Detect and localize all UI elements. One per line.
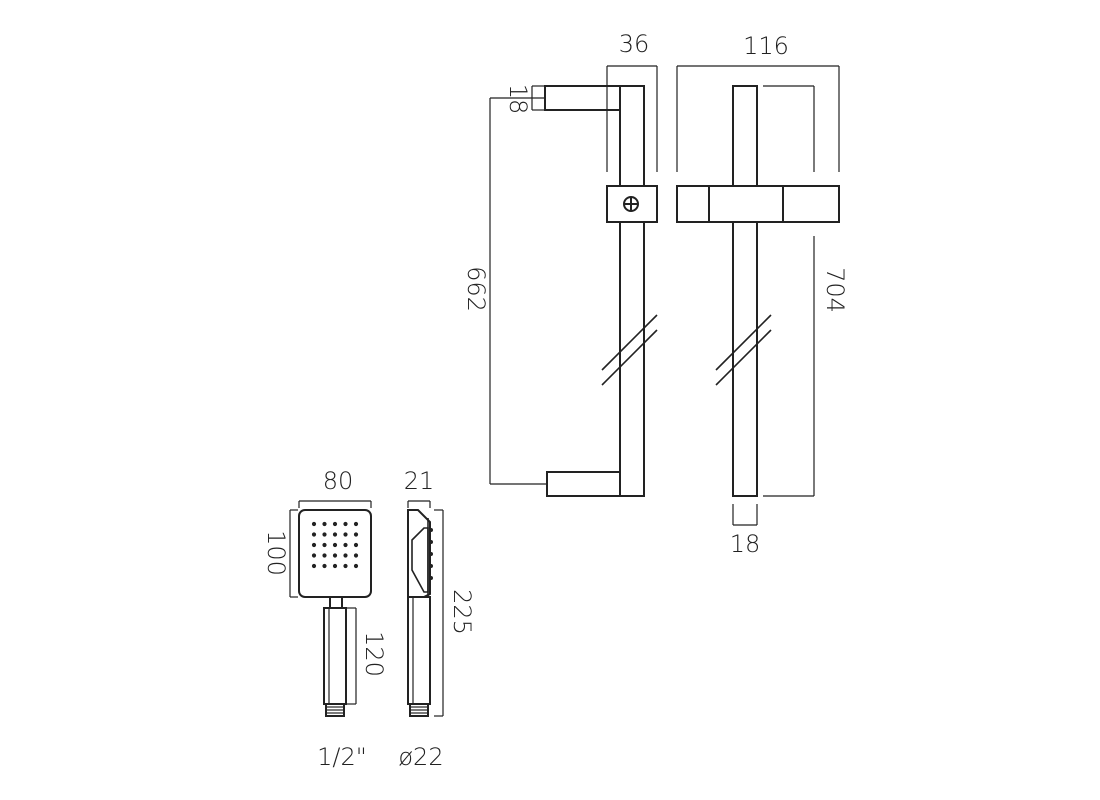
nozzle-dot xyxy=(353,542,359,548)
rail-side-view xyxy=(544,85,658,497)
dimension-bracket-depth: 36 xyxy=(606,30,658,172)
dimension-head-width: 80 xyxy=(298,467,372,508)
nozzle-dot xyxy=(353,532,359,537)
break-line-2 xyxy=(601,329,658,386)
nozzle-dot xyxy=(343,553,348,558)
clamp-screw-icon xyxy=(623,196,639,212)
dim-label-thread: 1/2" xyxy=(317,743,367,771)
dim-label-225: 225 xyxy=(448,589,476,635)
nozzle-dot xyxy=(322,553,327,558)
nozzle-dot xyxy=(353,521,359,527)
dim-label-120: 120 xyxy=(360,631,388,677)
dimension-bracket-width: 116 xyxy=(676,32,840,172)
dim-label-18-top: 18 xyxy=(504,84,532,115)
nozzle-dot xyxy=(353,563,359,569)
dimension-bracket-height: 18 xyxy=(504,84,545,115)
dimension-handle-length: 120 xyxy=(346,607,388,705)
nozzle-dot xyxy=(332,521,338,527)
nozzle-dot xyxy=(332,563,338,569)
dim-label-36: 36 xyxy=(619,30,650,58)
nozzle-dot xyxy=(343,521,348,527)
dim-label-21: 21 xyxy=(404,467,435,495)
nozzle-dot xyxy=(343,542,348,548)
bottom-bracket-arm xyxy=(546,471,621,497)
nozzle-dot xyxy=(332,532,338,537)
slider-right-block xyxy=(782,185,840,223)
nozzle-dot xyxy=(322,563,327,569)
break-line-4 xyxy=(715,329,772,386)
dim-label-80: 80 xyxy=(323,467,354,495)
nozzle-grid xyxy=(311,521,359,569)
rail-front xyxy=(732,85,758,497)
break-line-3 xyxy=(715,314,772,371)
handset-neck xyxy=(329,596,343,609)
slider-left-block xyxy=(676,185,710,223)
handset-side-view xyxy=(407,509,433,717)
nozzle-dot xyxy=(311,553,317,558)
dimension-rail-length-front: 704 xyxy=(763,85,849,497)
handle-side xyxy=(407,596,431,705)
nozzle-dot xyxy=(322,542,327,548)
break-line-1 xyxy=(601,314,658,371)
nozzle-dot xyxy=(332,553,338,558)
nozzle-dot xyxy=(322,521,327,527)
nozzle-dot xyxy=(353,553,359,558)
handset-front-view xyxy=(298,509,372,717)
dim-label-100: 100 xyxy=(262,530,290,576)
nozzle-dot xyxy=(332,542,338,548)
nozzle-dot xyxy=(322,532,327,537)
dimension-head-height: 100 xyxy=(262,509,298,598)
rail-side xyxy=(619,85,645,497)
dimension-rail-length-side: 662 xyxy=(462,97,547,485)
dim-label-662: 662 xyxy=(462,266,490,312)
nozzle-dot xyxy=(311,521,317,527)
dim-label-diameter: ø22 xyxy=(398,743,443,771)
dimension-head-depth: 21 xyxy=(404,467,435,508)
handle-front xyxy=(323,607,347,705)
dimension-handset-length: 225 xyxy=(434,509,476,717)
nozzle-dot xyxy=(343,532,348,537)
nozzle-dot xyxy=(311,563,317,569)
nozzle-dot xyxy=(343,563,348,569)
dim-label-116: 116 xyxy=(743,32,789,60)
slider-center-block xyxy=(708,185,784,223)
nozzle-dot xyxy=(311,532,317,537)
dimension-rail-width: 18 xyxy=(730,504,761,558)
spray-nozzles-side xyxy=(429,528,433,580)
top-bracket-arm xyxy=(544,85,621,111)
rail-front-view xyxy=(676,85,840,497)
slider-clamp-side xyxy=(606,185,658,223)
dim-label-18-bottom: 18 xyxy=(730,530,761,558)
dim-label-704: 704 xyxy=(821,267,849,313)
nozzle-dot xyxy=(311,542,317,548)
